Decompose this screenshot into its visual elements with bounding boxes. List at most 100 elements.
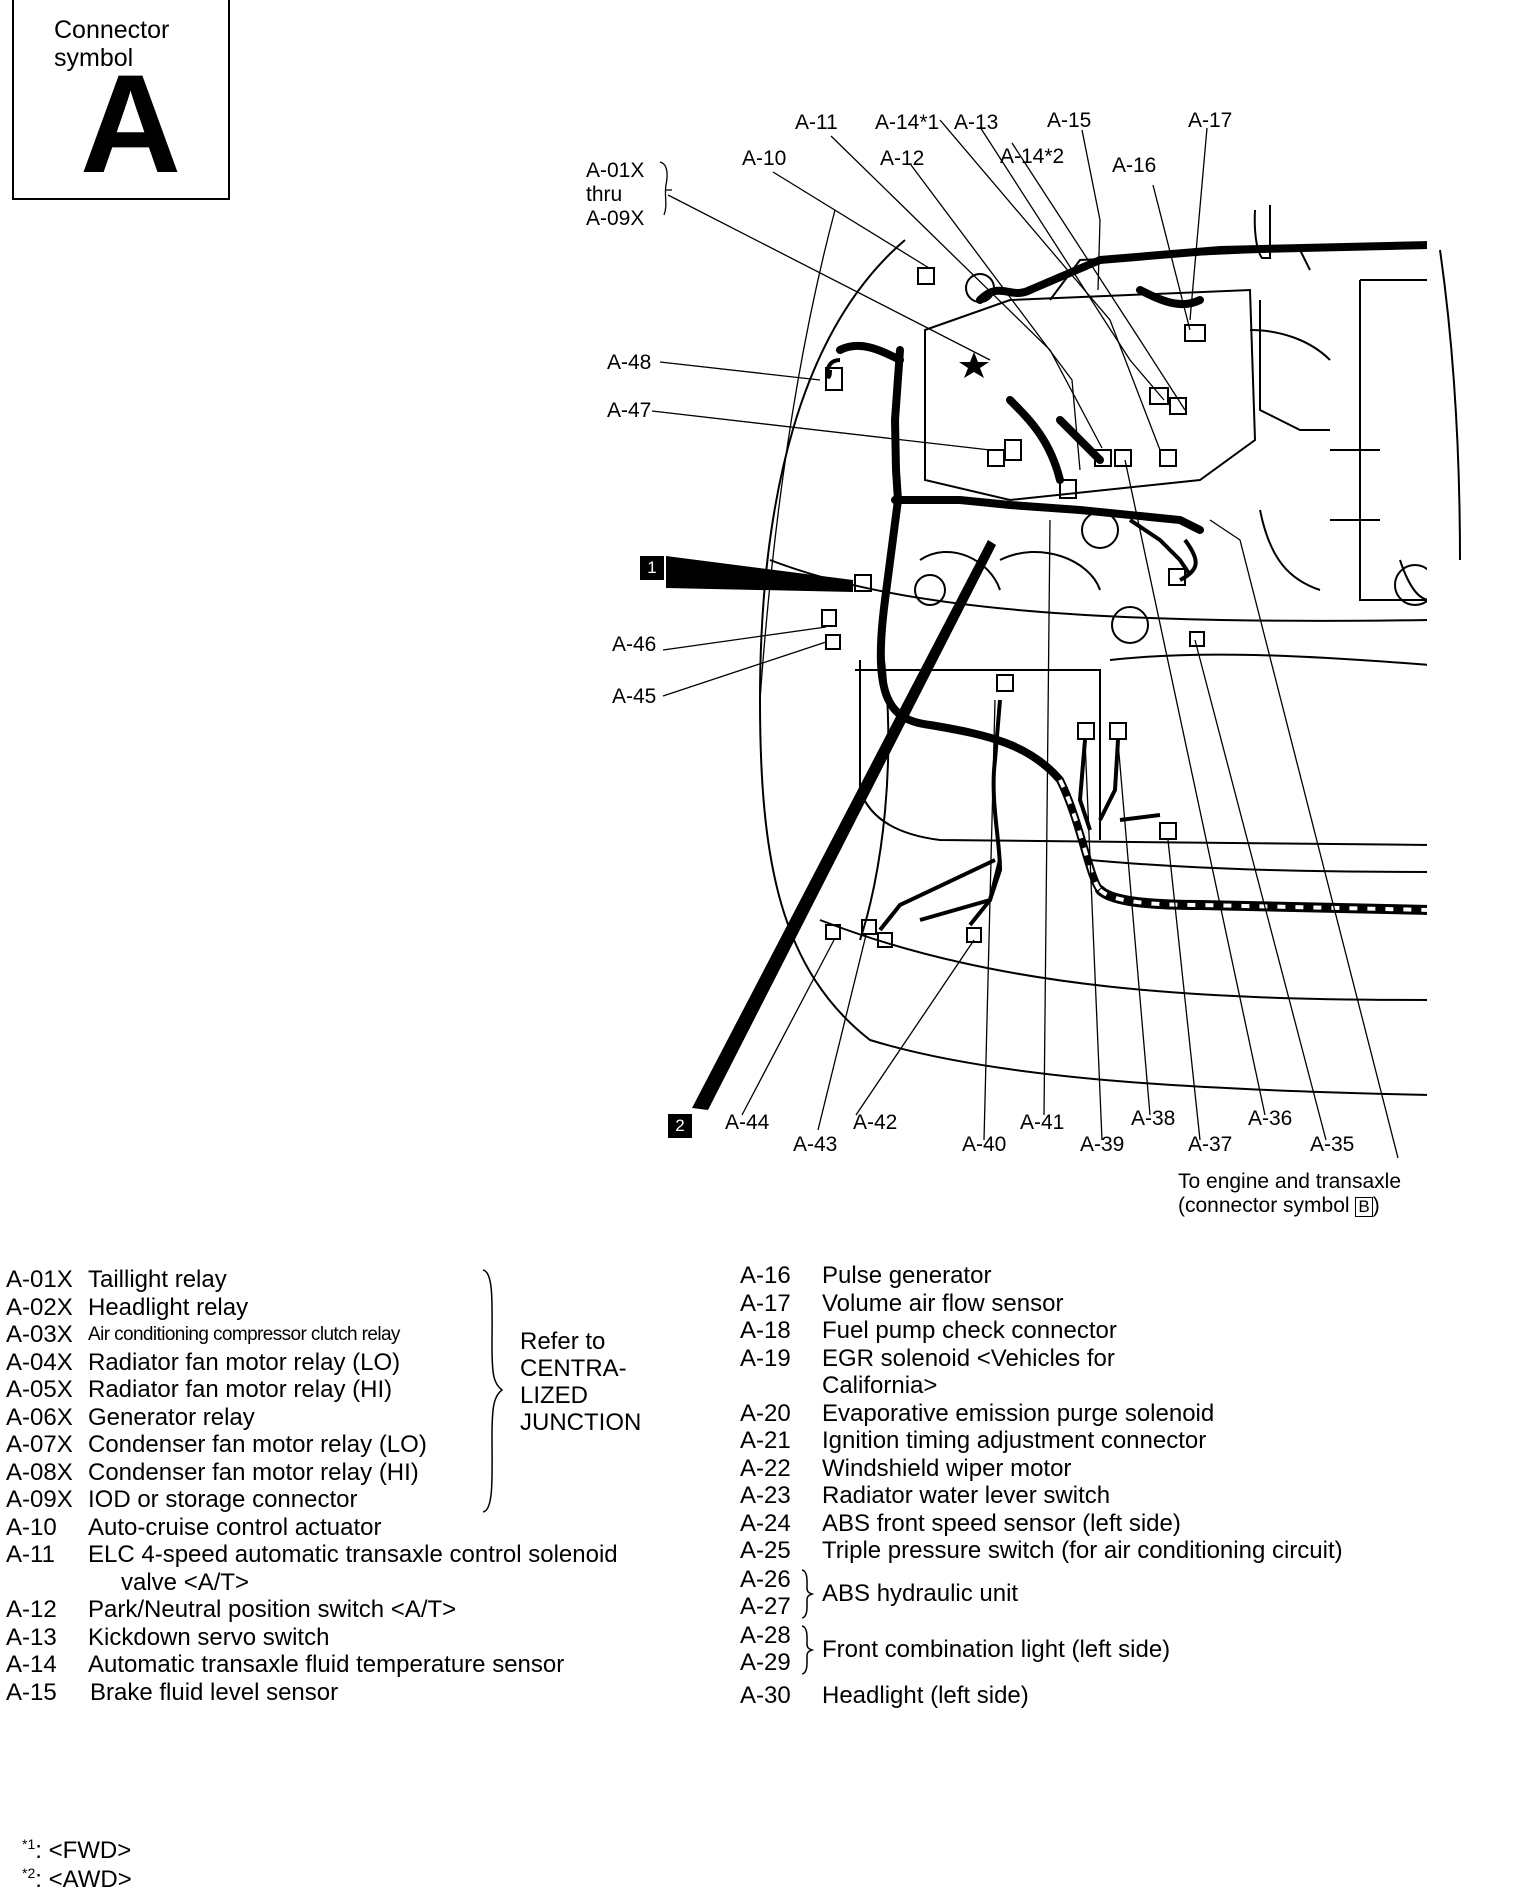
- legend-name: Triple pressure switch (for air conditio…: [822, 1537, 1343, 1564]
- label-a11: A-11: [795, 111, 838, 134]
- to-engine-prefix: (connector symbol: [1178, 1194, 1356, 1217]
- footnote-mark: *1: [22, 1836, 36, 1852]
- label-a44: A-44: [725, 1111, 770, 1134]
- legend-code: A-15: [6, 1678, 57, 1706]
- legend-code: A-13: [6, 1623, 57, 1651]
- engine-compartment-diagram: [651, 119, 1461, 1159]
- legend-row: A-20 Evaporative emission purge solenoid: [740, 1400, 1520, 1428]
- legend-name: Brake fluid level sensor: [90, 1678, 339, 1706]
- legend-code: A-12: [6, 1596, 57, 1623]
- footnote-mark: *2: [22, 1865, 36, 1881]
- legend-code: A-20: [740, 1399, 791, 1427]
- label-a09x: A-09X: [586, 207, 645, 230]
- label-a16: A-16: [1112, 154, 1157, 177]
- legend-code: A-29: [740, 1649, 791, 1676]
- connector-label-line1: Connector: [54, 16, 170, 44]
- legend-row: A-12 Park/Neutral position switch <A/T>: [6, 1596, 706, 1624]
- legend-name: Windshield wiper motor: [822, 1454, 1072, 1482]
- legend-code: A-02X: [6, 1293, 73, 1321]
- legend-name: Radiator water lever switch: [822, 1482, 1111, 1509]
- label-a36: A-36: [1248, 1107, 1293, 1130]
- label-a01x: A-01X: [586, 159, 645, 182]
- refer-to-text: Refer to CENTRA- LIZED JUNCTION: [520, 1328, 641, 1436]
- legend-name: California>: [822, 1372, 938, 1399]
- legend-name: Ignition timing adjustment connector: [822, 1427, 1207, 1454]
- legend-code: A-06X: [6, 1403, 73, 1431]
- legend-name: Condenser fan motor relay (HI): [88, 1458, 419, 1486]
- legend-name: Headlight (left side): [822, 1682, 1029, 1709]
- legend-code: A-26: [740, 1566, 791, 1593]
- legend-name: IOD or storage connector: [88, 1486, 358, 1513]
- legend-code: A-07X: [6, 1431, 73, 1458]
- legend-code: A-04X: [6, 1348, 73, 1376]
- legend-code: A-21: [740, 1427, 791, 1454]
- legend-row: A-25 Triple pressure switch (for air cond…: [740, 1537, 1520, 1565]
- legend-row: California>: [740, 1372, 1520, 1400]
- legend-name: Park/Neutral position switch <A/T>: [88, 1596, 457, 1623]
- legend-code: A-28: [740, 1622, 791, 1649]
- legend-code: A-19: [740, 1344, 791, 1372]
- legend-name: Evaporative emission purge solenoid: [822, 1399, 1215, 1427]
- label-a17: A-17: [1188, 109, 1233, 132]
- badge-2: 2: [668, 1114, 692, 1138]
- star-icon: [959, 352, 989, 378]
- footnote-fwd: *1: <FWD>: [22, 1830, 131, 1865]
- to-engine-suffix: ): [1372, 1194, 1380, 1217]
- label-a42: A-42: [853, 1111, 898, 1134]
- legend-code: A-27: [740, 1593, 791, 1620]
- legend-name: valve <A/T>: [121, 1568, 250, 1596]
- refer-brace: [482, 1269, 504, 1513]
- legend-code: A-24: [740, 1509, 791, 1537]
- legend-code: A-10: [6, 1513, 57, 1541]
- harness-main: [890, 346, 904, 504]
- label-a46: A-46: [612, 633, 657, 656]
- legend-name: Automatic transaxle fluid temperature se…: [88, 1651, 565, 1678]
- legend-name: EGR solenoid <Vehicles for: [822, 1344, 1115, 1372]
- refer-line3: LIZED: [520, 1382, 589, 1409]
- legend-name: ABS hydraulic unit: [822, 1580, 1019, 1607]
- legend-code: A-25: [740, 1537, 791, 1564]
- connector-b-symbol: B: [1355, 1197, 1373, 1217]
- refer-line1: Refer to: [520, 1328, 606, 1355]
- legend-code: A-01X: [6, 1266, 73, 1293]
- legend-code: A-17: [740, 1289, 791, 1317]
- legend-code: A-22: [740, 1454, 791, 1482]
- legend-code: A-08X: [6, 1458, 73, 1486]
- legend-row: A-15 Brake fluid level sensor: [6, 1679, 706, 1707]
- legend-code: A-16: [740, 1262, 791, 1289]
- legend-row: A-08X Condenser fan motor relay (HI): [6, 1459, 706, 1487]
- legend-group-a26: A-26 A-27: [740, 1566, 791, 1620]
- label-a41: A-41: [1020, 1111, 1065, 1134]
- connector-symbol-box: Connector symbol A: [12, 0, 230, 200]
- legend-name: ELC 4-speed automatic transaxle control …: [88, 1541, 618, 1568]
- harness-center: [891, 496, 1204, 534]
- footnote-awd: *2: <AWD>: [22, 1859, 132, 1894]
- legend-name: Air conditioning compressor clutch relay: [88, 1324, 400, 1345]
- legend-code: A-23: [740, 1482, 791, 1509]
- badge-1: 1: [640, 556, 664, 580]
- connector-letter: A: [80, 45, 182, 202]
- label-a35: A-35: [1310, 1133, 1355, 1156]
- refer-line2: CENTRA-: [520, 1355, 627, 1382]
- label-thru: thru: [586, 183, 623, 206]
- legend-code: A-05X: [6, 1376, 73, 1403]
- legend-row: valve <A/T>: [6, 1569, 706, 1597]
- legend-code: A-11: [6, 1541, 55, 1568]
- label-a43: A-43: [793, 1133, 838, 1156]
- group-brace-a28: [801, 1625, 815, 1675]
- legend-code: A-14: [6, 1651, 57, 1678]
- body-outline: [758, 239, 1431, 1096]
